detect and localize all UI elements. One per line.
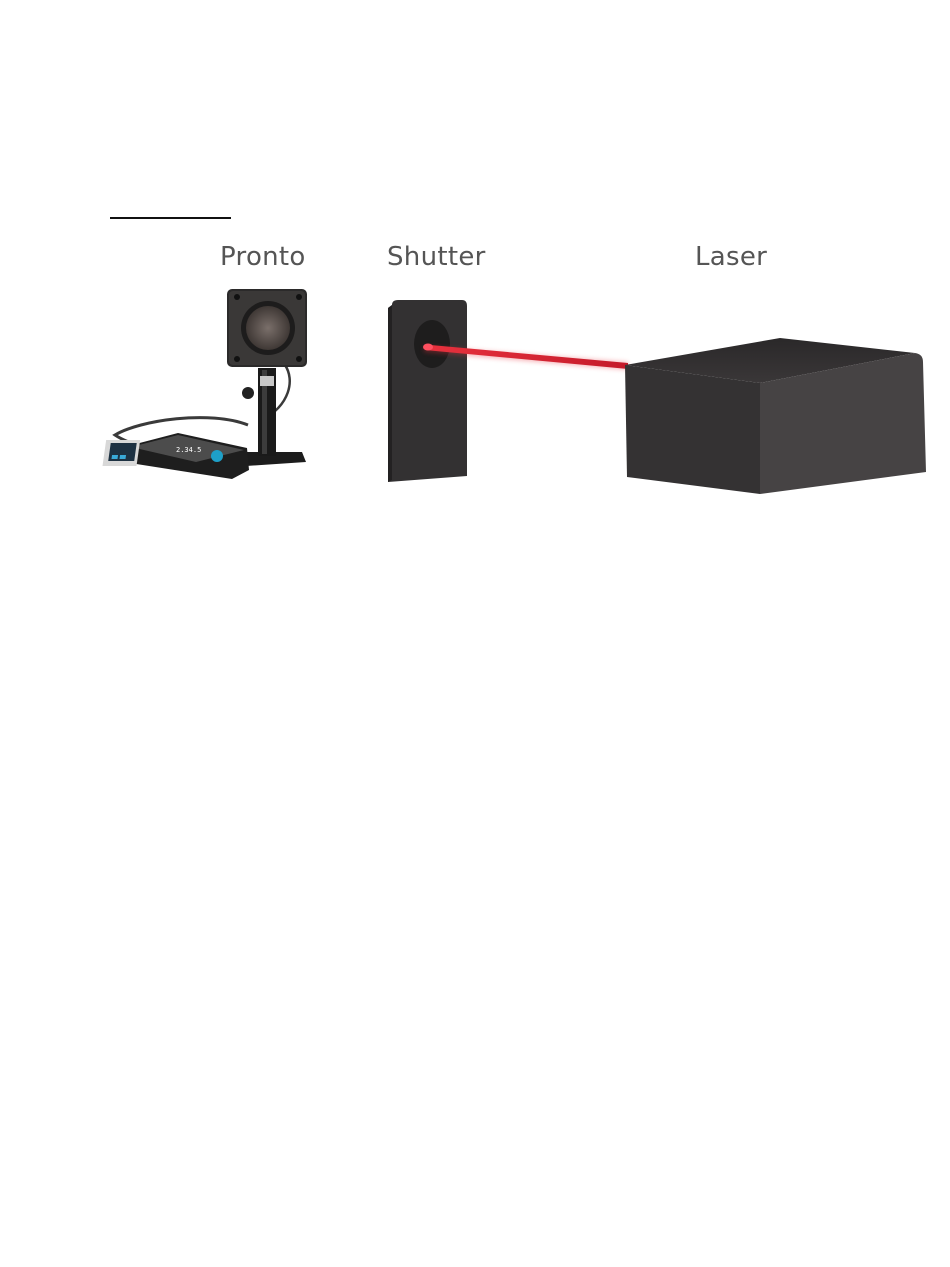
power-meter-icon: 2.34.5	[103, 289, 307, 479]
setup-diagram: 2.34.5	[0, 0, 950, 520]
meter-reading: 2.34.5	[176, 446, 201, 454]
shutter-block-icon	[388, 300, 467, 482]
laser-box-icon	[625, 338, 926, 494]
